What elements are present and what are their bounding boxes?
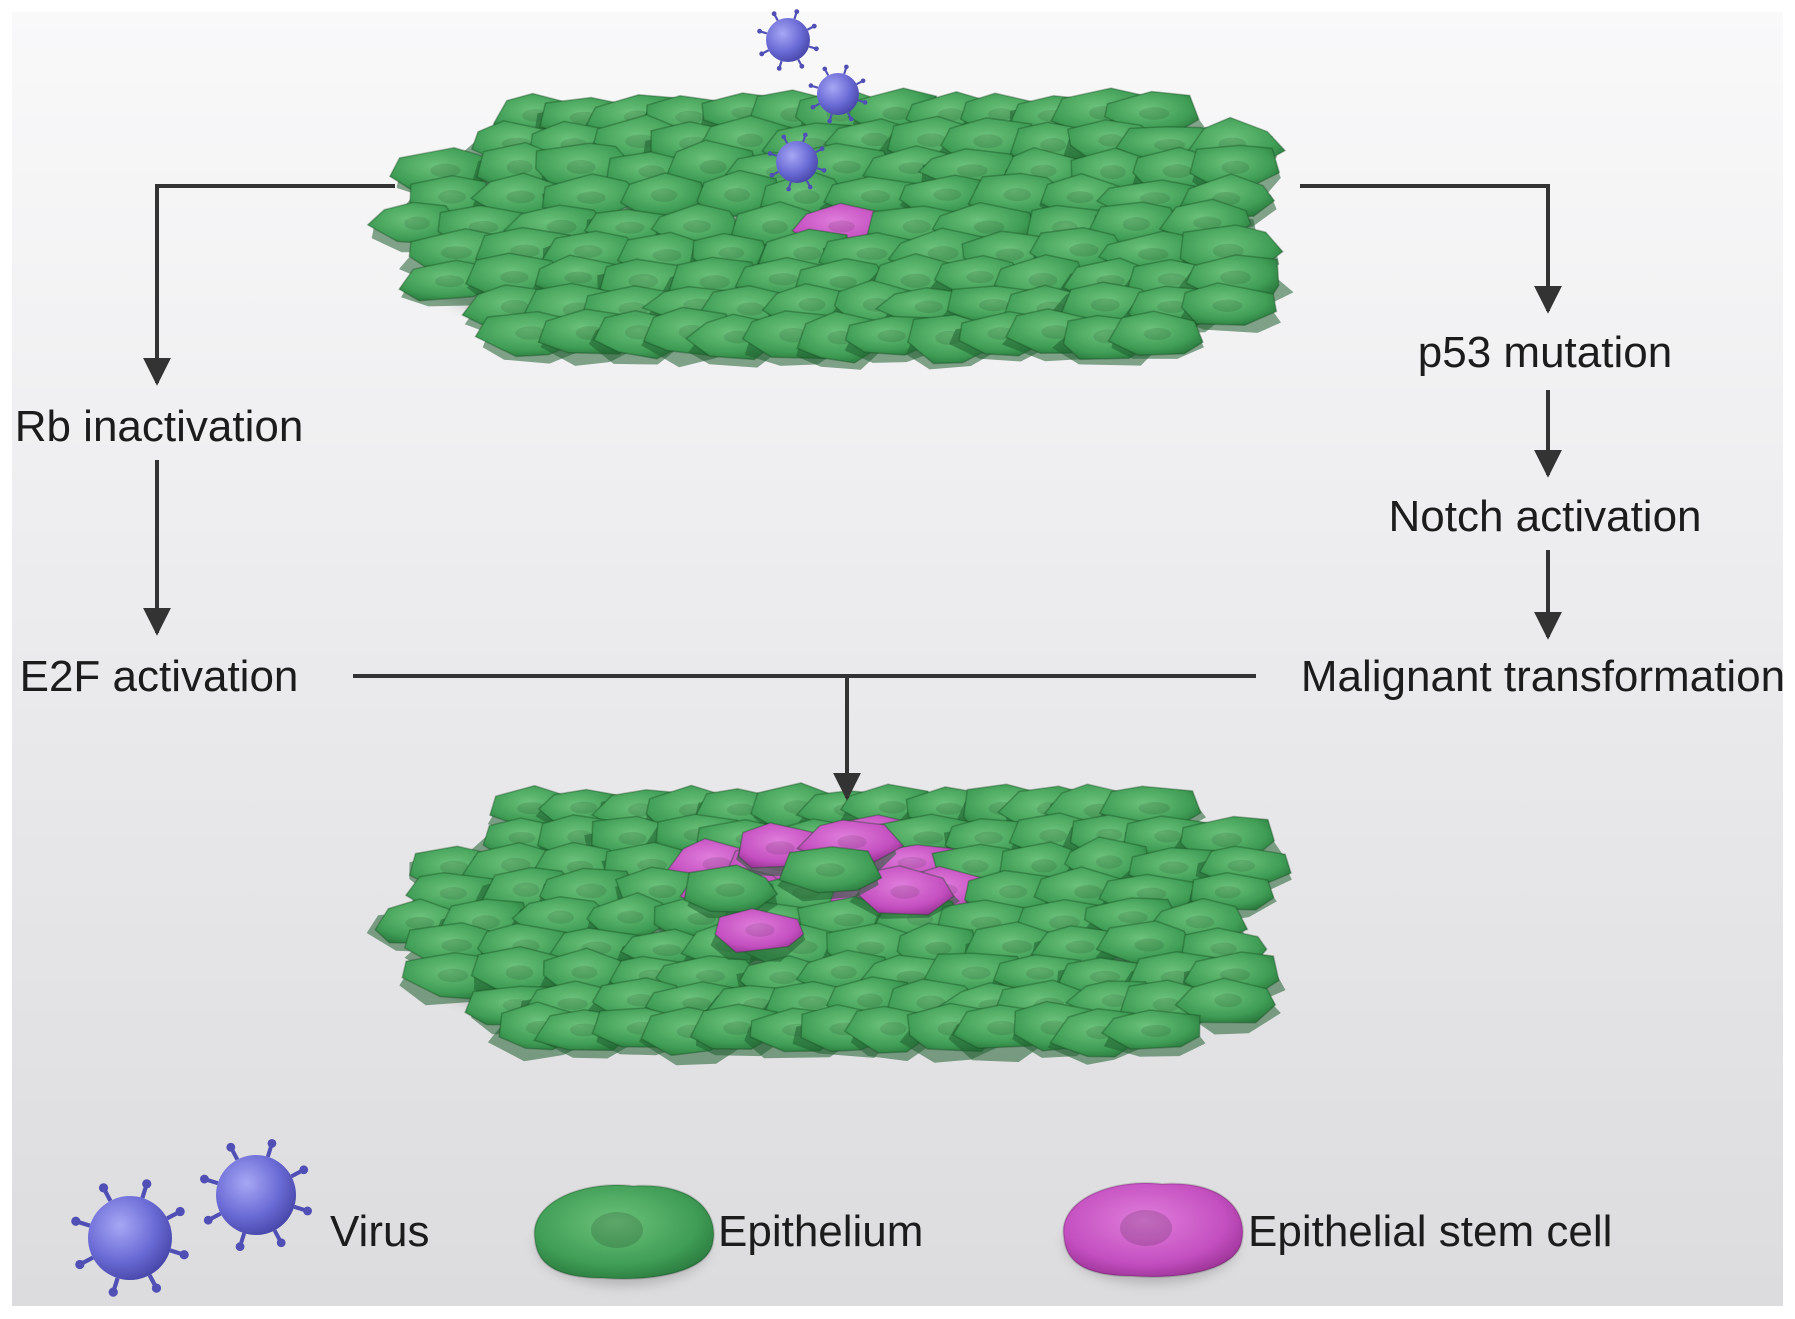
raised-cell [849,865,960,919]
legend-epithelium-icon [533,1184,715,1286]
epithelial-cell [1178,282,1281,333]
virus-particle [200,1139,312,1251]
viruses-top [757,9,868,192]
virus-particle [757,9,819,71]
virus-particle [71,1179,189,1297]
arrow-to-rb [143,184,395,386]
e2f-activation-label: E2F activation [19,652,299,701]
virus-particle [808,64,868,124]
arrow-connectors [143,184,1562,801]
raised-cell [683,864,779,919]
notch-activation-label: Notch activation [1388,492,1702,541]
rb-inactivation-label: Rb inactivation [14,402,304,451]
epithelial-cell [1107,310,1204,359]
virus-particle [767,132,827,192]
raised-cell [777,846,883,902]
epithelial-cell [1100,1009,1206,1057]
epithelium-sheet-top [366,87,1294,370]
legend-virus-icon [71,1139,312,1297]
raised-cell [710,907,806,962]
legend-epithelium-label: Epithelium [718,1207,924,1256]
legend-stem-cell-label: Epithelial stem cell [1248,1207,1613,1256]
epithelium-sheet-bottom [366,782,1292,1066]
legend-virus-label: Virus [330,1207,430,1256]
malignant-transformation-label: Malignant transformation [1300,652,1786,701]
epithelial-cell [1174,977,1281,1035]
p53-mutation-label: p53 mutation [1417,328,1673,377]
arrow-to-p53 [1300,184,1562,314]
legend-stem-cell-icon [1062,1182,1244,1284]
